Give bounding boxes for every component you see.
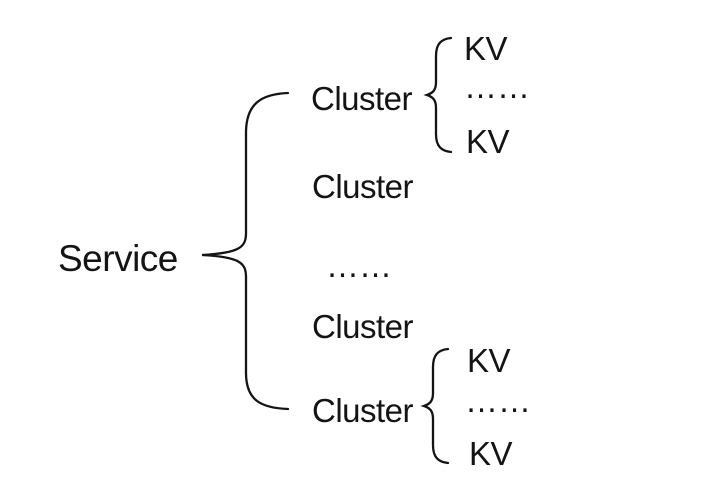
kv-ellipsis-label: …… — [464, 68, 530, 105]
cluster-label: Cluster — [312, 168, 414, 205]
service-label: Service — [58, 238, 178, 279]
clusters-ellipsis-label: …… — [326, 247, 392, 284]
kv-label: KV — [464, 30, 508, 67]
cluster-kv-brace-icon — [420, 347, 450, 465]
cluster-label: Cluster — [312, 308, 414, 345]
cluster-label: Cluster — [312, 392, 414, 429]
kv-label: KV — [469, 435, 513, 472]
service-children-brace-icon — [201, 91, 290, 411]
kv-label: KV — [466, 123, 510, 160]
kv-ellipsis-label: …… — [465, 382, 531, 419]
cluster-label: Cluster — [311, 80, 413, 117]
kv-label: KV — [467, 342, 511, 379]
cluster-kv-brace-icon — [423, 36, 453, 154]
